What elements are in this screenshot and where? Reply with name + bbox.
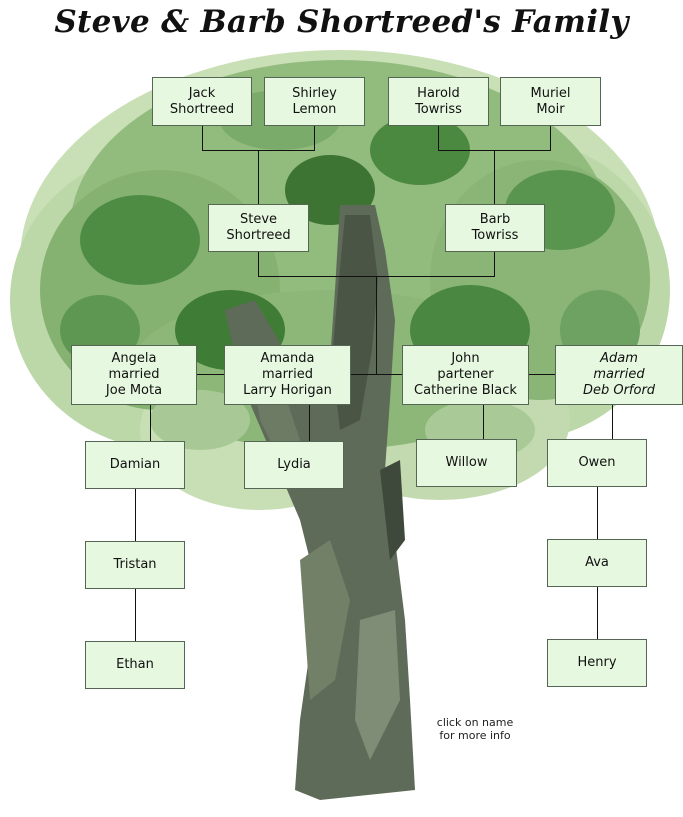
person-willow[interactable]: Willow — [416, 439, 517, 487]
person-name: Amanda married Larry Horigan — [243, 351, 332, 398]
connector-line — [135, 489, 136, 541]
person-name: Shirley Lemon — [292, 85, 337, 117]
connector-line — [597, 587, 598, 639]
person-tristan[interactable]: Tristan — [85, 541, 185, 589]
person-shirley-lemon[interactable]: Shirley Lemon — [264, 77, 365, 126]
person-henry[interactable]: Henry — [547, 639, 647, 687]
person-name: Henry — [577, 655, 617, 670]
connector-line — [202, 126, 203, 151]
person-owen[interactable]: Owen — [547, 439, 647, 487]
connector-line — [483, 405, 484, 439]
connector-line — [150, 405, 151, 441]
person-name: John partener Catherine Black — [414, 351, 517, 398]
person-name: Damian — [109, 457, 161, 472]
person-barb-towriss[interactable]: Barb Towriss — [445, 204, 545, 252]
person-name: Muriel Moir — [530, 85, 571, 117]
connector-line — [494, 150, 495, 204]
person-steve-shortreed[interactable]: Steve Shortreed — [208, 204, 309, 252]
connector-line — [314, 126, 315, 151]
connector-line — [438, 126, 439, 151]
connector-line — [258, 150, 259, 204]
connector-line — [597, 487, 598, 539]
person-name: Ethan — [116, 657, 154, 672]
person-jack-shortreed[interactable]: Jack Shortreed — [152, 77, 252, 126]
person-amanda[interactable]: Amanda married Larry Horigan — [224, 345, 351, 405]
person-muriel-moir[interactable]: Muriel Moir — [500, 77, 601, 126]
person-name: Lydia — [277, 457, 311, 472]
person-ethan[interactable]: Ethan — [85, 641, 185, 689]
person-adam[interactable]: Adam married Deb Orford — [555, 345, 683, 405]
connector-line — [612, 405, 613, 439]
person-angela[interactable]: Angela married Joe Mota — [71, 345, 197, 405]
person-lydia[interactable]: Lydia — [244, 441, 344, 489]
person-damian[interactable]: Damian — [85, 441, 185, 489]
connector-line — [258, 252, 259, 277]
connector-line — [550, 126, 551, 151]
page-title: Steve & Barb Shortreed's Family — [54, 4, 629, 40]
help-hint-text: click on name for more info — [436, 716, 514, 742]
person-name: Ava — [585, 555, 609, 570]
person-name: Jack Shortreed — [169, 85, 235, 117]
connector-line — [376, 276, 377, 375]
person-name: Willow — [445, 455, 488, 470]
person-name: Steve Shortreed — [226, 212, 291, 243]
connector-line — [494, 252, 495, 277]
connector-line — [309, 405, 310, 441]
person-name: Angela married Joe Mota — [105, 351, 163, 398]
person-name: Harold Towriss — [415, 85, 462, 117]
connector-line — [135, 589, 136, 641]
person-name: Owen — [578, 455, 616, 470]
person-name: Barb Towriss — [471, 212, 519, 243]
person-harold-towriss[interactable]: Harold Towriss — [388, 77, 489, 126]
person-name: Adam married Deb Orford — [582, 351, 656, 398]
person-ava[interactable]: Ava — [547, 539, 647, 587]
person-name: Tristan — [113, 557, 157, 572]
connector-line — [194, 374, 584, 375]
person-john[interactable]: John partener Catherine Black — [402, 345, 529, 405]
